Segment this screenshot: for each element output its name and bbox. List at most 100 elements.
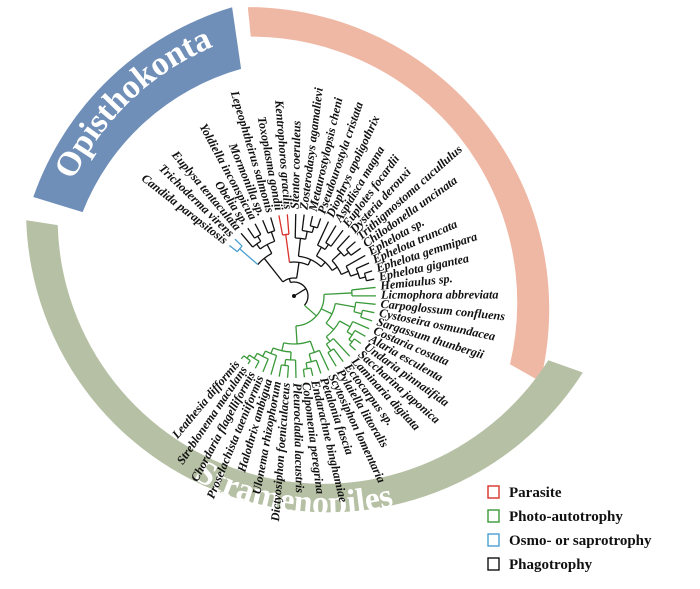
tree-branch [260,241,275,249]
tree-branch [310,216,312,226]
tree-branch [287,214,289,234]
legend-swatch-photo-autotrophy [488,510,499,522]
tree-branch [317,247,322,256]
tree-branch [321,262,325,266]
tree-branch [326,337,330,342]
tree-branch [318,245,326,249]
tree-branch [356,302,376,304]
opisthokonta-band [33,7,241,212]
group-label-opisthokonta: Opisthokonta [47,20,217,184]
tree-branch [351,248,361,255]
tree-branch [283,234,289,235]
tree-branches [229,214,376,378]
tree-branch [249,355,259,361]
tree-branch [308,260,311,265]
tree-branch [324,293,352,294]
tree-branch [349,330,355,339]
legend-label-parasite: Parasite [509,485,562,501]
tree-branch [347,322,353,332]
tree-branch [326,323,334,329]
tree-branch [334,349,344,362]
tree-branch [240,249,258,265]
tree-branch [344,252,349,256]
tree-branch [241,356,244,359]
tree-branch [271,232,274,241]
tree-branch [328,353,336,367]
legend-item-parasite: Parasite [488,485,562,501]
legend: Parasite Photo-autotrophy Osmo- or sapro… [488,485,652,573]
tree-branch [326,243,331,247]
tree-branch [326,339,333,345]
tree-branch [290,282,308,305]
tree-branch [363,310,375,312]
tree-branch [346,242,355,250]
tree-branch [296,326,297,344]
tree-branch [337,236,349,249]
legend-label-photo-autotrophy: Photo-autotrophy [509,509,623,525]
tree-branch [341,271,348,274]
tree-branch [326,344,330,351]
legend-item-osmo-saprotrophy: Osmo- or saprotrophy [488,533,652,549]
tree-branch [353,322,370,329]
tree-branch [335,303,355,307]
tree-branch [328,349,334,353]
tree-branch [282,343,284,351]
tree-branch [354,312,362,314]
tree-branch [352,287,376,290]
tree-branch [267,245,272,254]
tree-branch [310,341,314,352]
tree-branch [257,244,261,249]
tree-branch [286,359,296,360]
tree-branch [253,241,261,247]
tree-branch [285,359,286,365]
legend-label-osmo-saprotrophy: Osmo- or saprotrophy [509,533,652,549]
tree-branch [325,244,328,249]
tree-branch [279,365,281,377]
tree-branch [303,369,304,377]
tree-root [292,294,296,298]
tree-branch [346,255,365,266]
tree-branch [281,365,288,366]
tree-branch [346,266,350,276]
tree-branch [332,252,341,260]
tree-branch [321,309,332,314]
tree-branch [295,238,305,239]
tree-branch [271,217,275,230]
tree-branch [333,339,349,357]
legend-item-phagotrophy: Phagotrophy [488,557,593,573]
tree-branch [302,215,304,231]
tree-branch [248,361,250,364]
tree-branch [286,235,290,263]
tree-branch [258,236,261,241]
tree-branch [264,258,283,282]
tree-branch [255,361,259,368]
tree-branch [241,233,253,247]
tree-branch [306,231,308,239]
tree-branch [309,354,311,362]
tree-branch [350,345,356,350]
legend-item-photo-autotrophy: Photo-autotrophy [488,509,623,525]
tree-branch [355,330,365,336]
tree-branch [254,353,257,358]
tree-branch [356,263,369,269]
tree-branch [297,262,299,278]
tree-branch [257,353,268,359]
tree-branch [364,271,372,273]
tree-branch [235,239,242,246]
tree-branch [354,339,361,344]
tree-branch [316,360,321,373]
legend-swatch-osmo-saprotrophy [488,534,499,546]
tree-branch [271,355,277,374]
tree-branch [360,277,366,279]
tree-branch [303,368,311,369]
legend-label-phagotrophy: Phagotrophy [509,557,593,573]
tree-branch [255,234,261,238]
tree-branch [312,227,314,233]
tree-branch [294,289,306,296]
tree-branch [288,366,289,378]
tree-branch [244,356,250,361]
tree-branch [311,368,313,376]
legend-swatch-parasite [488,486,499,498]
